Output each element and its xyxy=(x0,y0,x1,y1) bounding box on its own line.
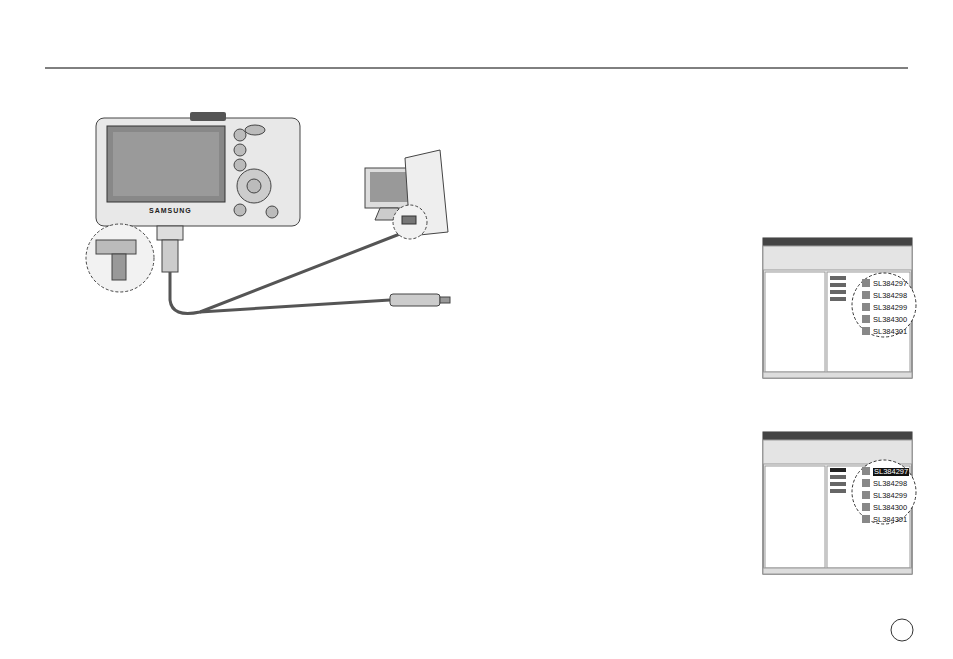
file-name: SL384300 xyxy=(873,504,907,512)
file-name: SL384299 xyxy=(873,304,907,312)
brand-label: SAMSUNG xyxy=(149,207,192,214)
file-name: SL384298 xyxy=(873,292,907,300)
file-name: SL384297 xyxy=(873,280,907,288)
file-name: SL384298 xyxy=(873,480,907,488)
file-name: SL384301 xyxy=(873,516,907,524)
file-name: SL384299 xyxy=(873,492,907,500)
file-name: SL384301 xyxy=(873,328,907,336)
file-name: SL384297 xyxy=(873,468,909,476)
file-name: SL384300 xyxy=(873,316,907,324)
